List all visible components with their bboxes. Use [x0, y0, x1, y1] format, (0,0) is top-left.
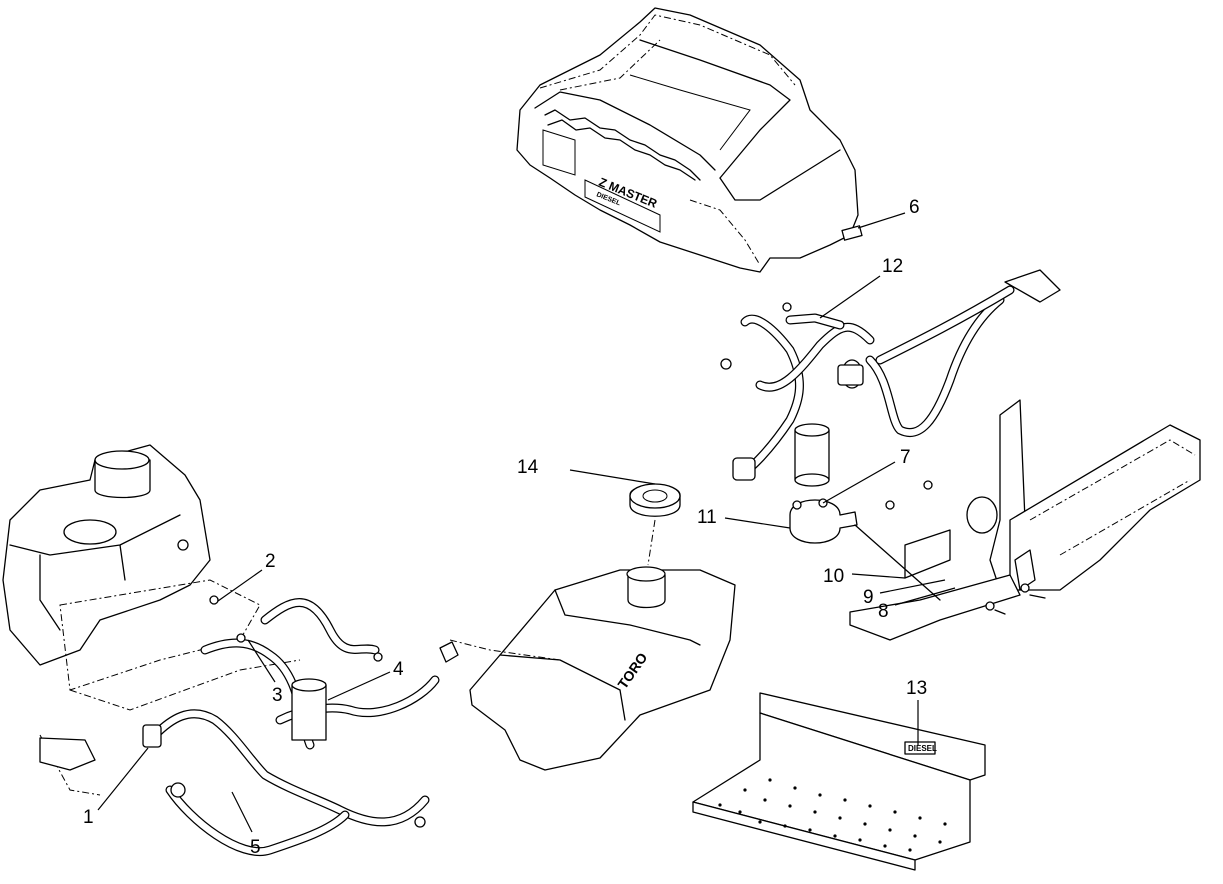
step-plate-holes [718, 778, 947, 852]
callout-labels: 1 2 3 4 5 6 7 8 9 10 11 12 13 14 [83, 197, 927, 858]
callout-14: 14 [517, 457, 539, 478]
fuel-tank-left [2, 444, 211, 666]
decal-6 [841, 225, 863, 241]
callout-1: 1 [83, 807, 94, 828]
mounting-plate-left [39, 579, 301, 796]
strap-bracket-11 [789, 499, 941, 601]
seat-pan-hood: Z MASTER DIESEL [516, 7, 863, 273]
step-plate-13: DIESEL [692, 692, 986, 871]
leader-lines [97, 212, 956, 833]
step-decal-text: DIESEL [908, 744, 937, 753]
fuel-cap-14 [629, 483, 681, 566]
callout-7: 7 [900, 447, 911, 468]
callout-8: 8 [878, 601, 889, 622]
callout-6: 6 [909, 197, 920, 218]
callout-2: 2 [265, 551, 276, 572]
decal-13 [904, 741, 936, 755]
callout-12: 12 [882, 256, 903, 277]
callout-3: 3 [272, 685, 283, 706]
callout-9: 9 [863, 587, 874, 608]
callout-5: 5 [250, 837, 261, 858]
frame-bracket [849, 399, 1201, 641]
callout-10: 10 [823, 566, 844, 587]
fuel-tank-center: TORO [439, 566, 736, 771]
hardware [792, 480, 1046, 615]
fuel-hose-assembly-lower [142, 595, 440, 856]
callout-13: 13 [906, 678, 927, 699]
fuel-hose-assembly-upper [720, 269, 1061, 487]
callout-4: 4 [393, 659, 404, 680]
callout-11: 11 [697, 507, 717, 528]
